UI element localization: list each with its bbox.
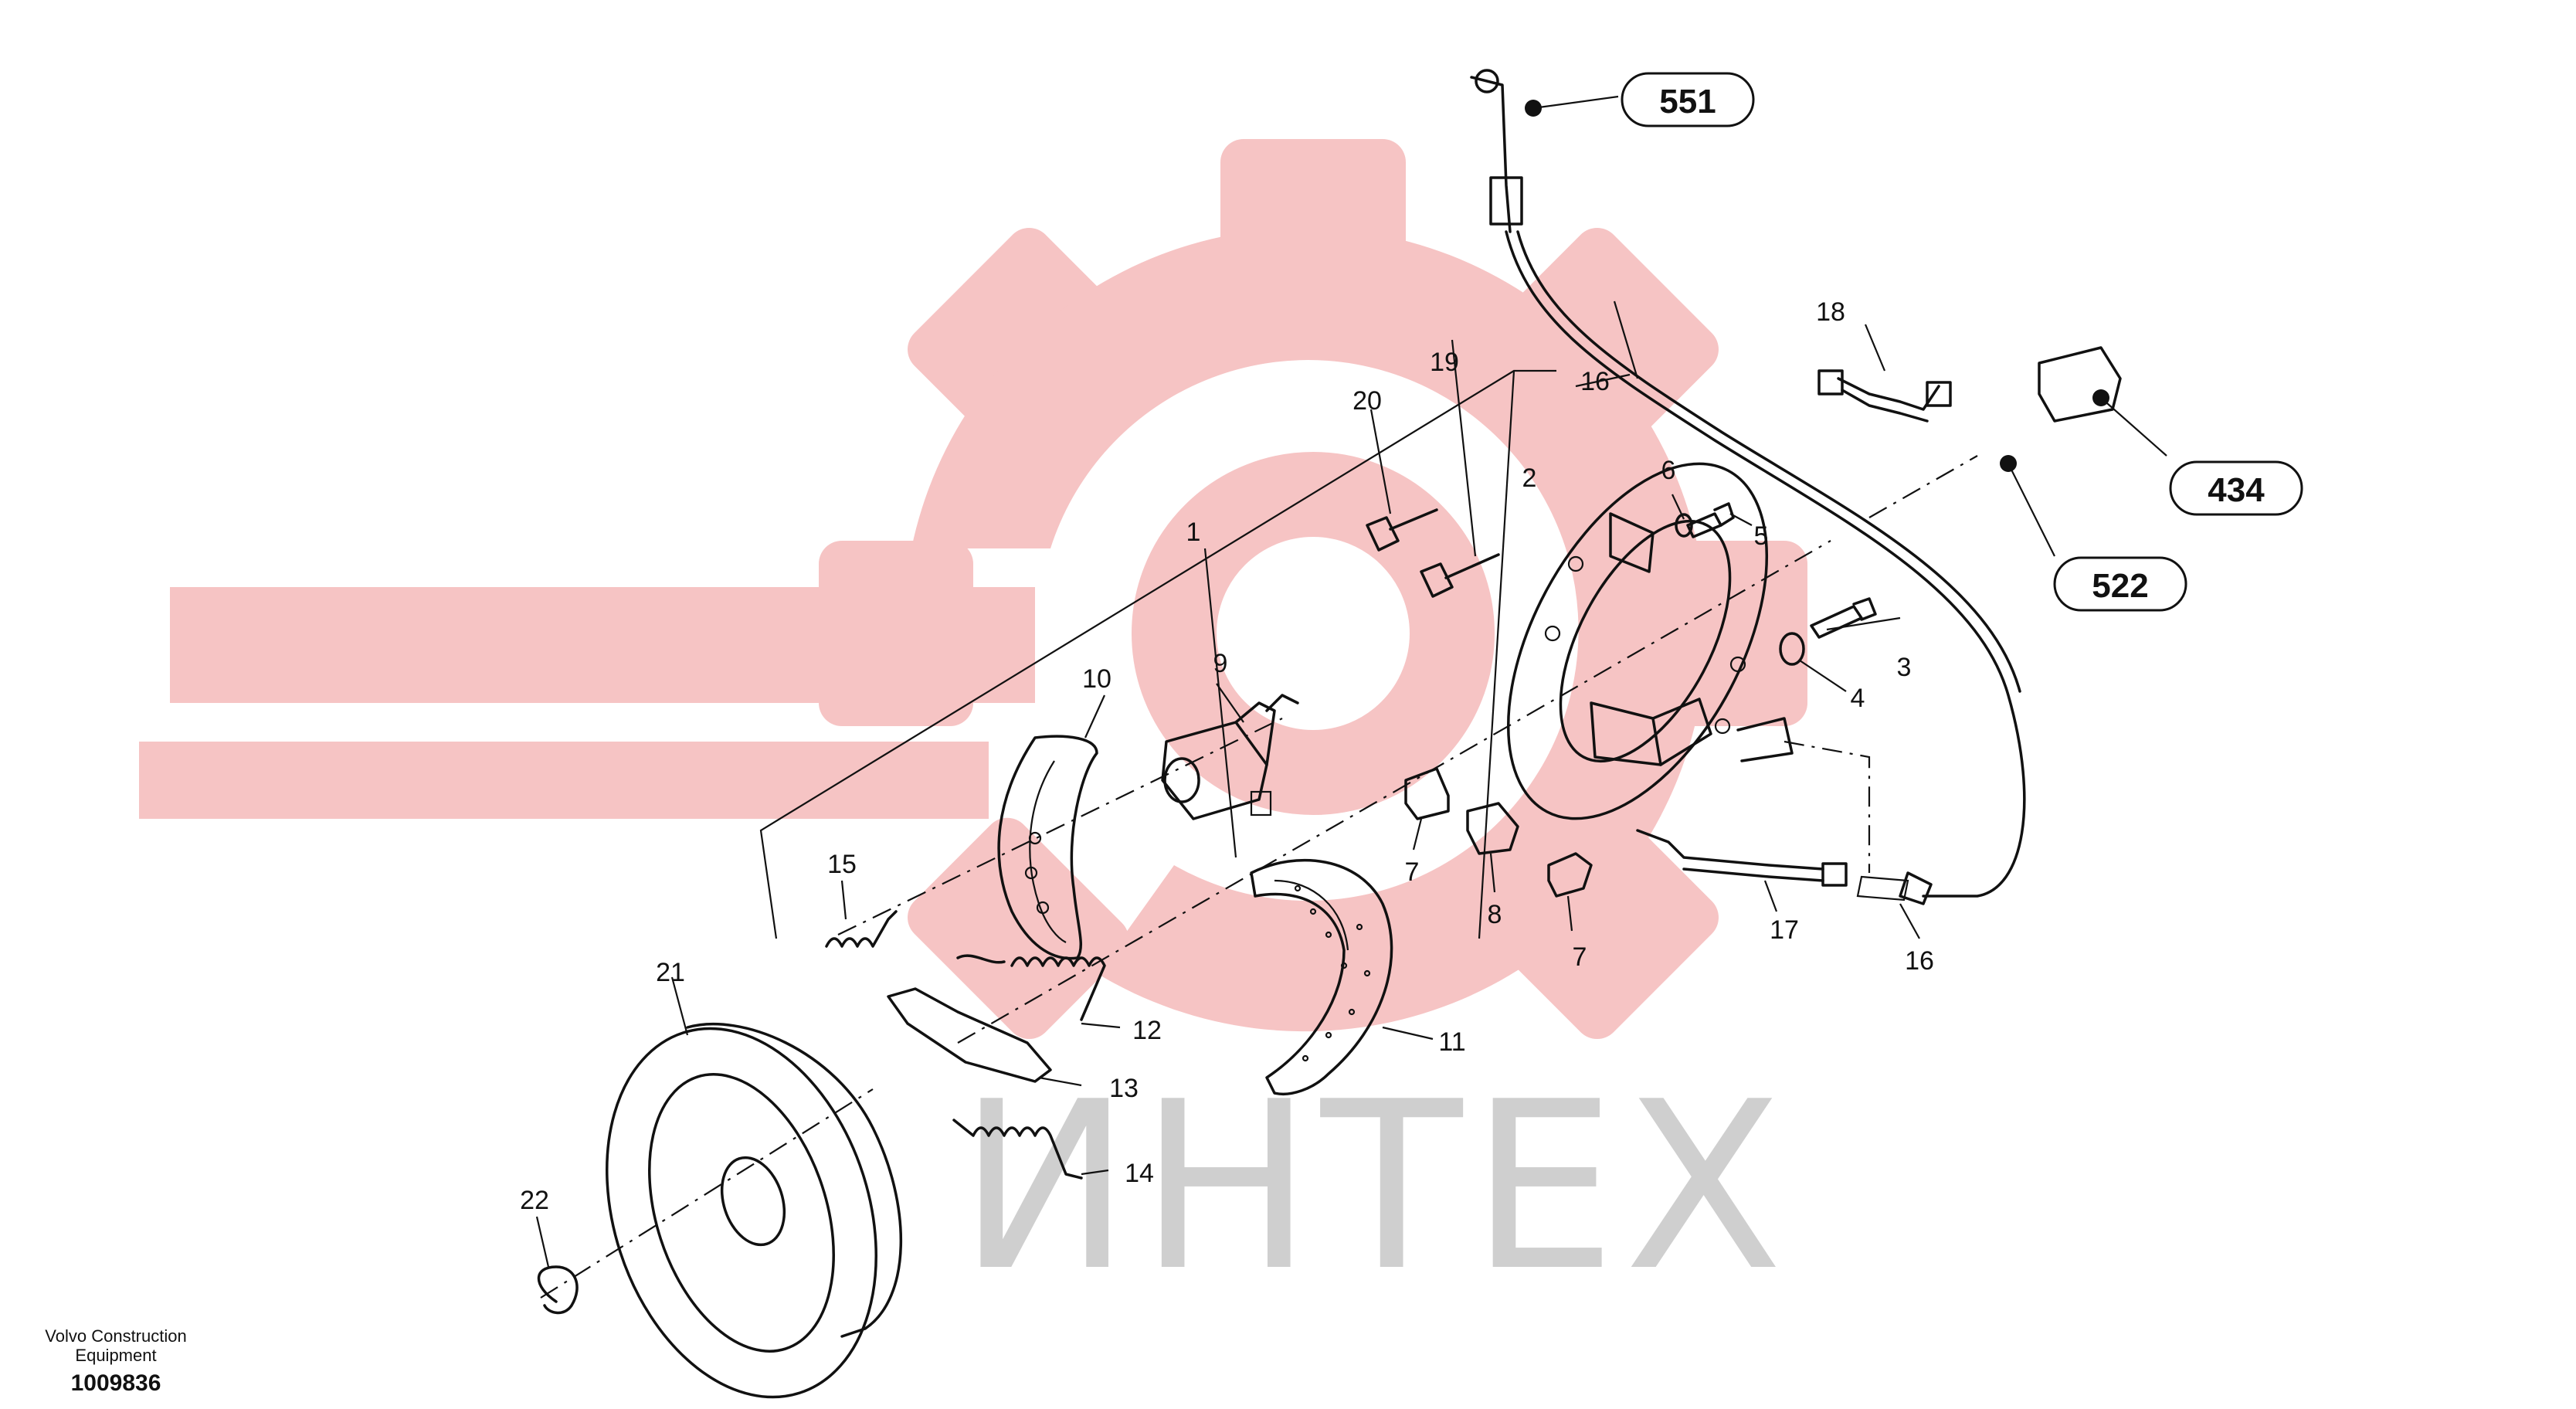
callout-label: 434: [2208, 471, 2265, 509]
axis-line-hose: [1784, 740, 1871, 873]
part-label-12: 12: [1132, 1016, 1162, 1045]
part-label-4: 4: [1851, 684, 1865, 713]
snap-ring: [537, 1265, 579, 1315]
cable-end-fitting: [1856, 875, 1909, 901]
axis-line-upper: [837, 718, 1283, 935]
watermark-text: ИНТЕХ: [958, 1052, 1790, 1322]
callout-551[interactable]: 551: [1621, 72, 1755, 127]
callout-dot-434: [2092, 389, 2109, 406]
adjuster-lever: [887, 987, 1052, 1083]
block-8: [1466, 802, 1519, 855]
washer-4: [1779, 632, 1805, 666]
brake-hose: [1636, 829, 1848, 887]
part-label-9: 9: [1213, 649, 1228, 678]
part-label-19: 19: [1430, 348, 1459, 377]
callout-434[interactable]: 434: [2169, 460, 2303, 516]
brake-cable: [1470, 69, 2026, 905]
part-label-15: 15: [827, 850, 857, 879]
wheel-cylinder: [1161, 694, 1299, 820]
callout-label: 522: [2092, 567, 2148, 605]
part-label-3: 3: [1897, 653, 1912, 682]
brake-line: [1817, 369, 1952, 423]
watermark: ИНТЕХ: [139, 139, 1807, 1322]
drawing-number: 1009836: [71, 1370, 161, 1396]
part-labels: 1 2 3 4 5 6 7 8 7 9 10 11 12 13 14 15 16…: [520, 297, 1934, 1215]
part-label-1: 1: [1186, 518, 1201, 547]
footer: Volvo Construction Equipment 1009836: [45, 1326, 186, 1396]
brake-shoe-lower: [1250, 858, 1393, 1095]
company-name-line2: Equipment: [75, 1346, 156, 1365]
brake-drum: [606, 1022, 902, 1399]
gear-icon: [139, 139, 1807, 1039]
part-label-17: 17: [1770, 915, 1799, 945]
part-label-7-upper: 7: [1405, 857, 1420, 887]
callout-dot-551: [1525, 100, 1542, 117]
part-label-11: 11: [1438, 1027, 1465, 1057]
spring-15: [825, 910, 898, 948]
spring-12: [956, 954, 1106, 1021]
block-7-lower: [1547, 852, 1593, 898]
part-label-5: 5: [1754, 521, 1769, 551]
assembly-bracket: [759, 369, 1556, 939]
part-label-22: 22: [520, 1186, 549, 1215]
part-label-16-upper: 16: [1580, 367, 1610, 396]
callout-dot-522: [2000, 455, 2017, 472]
part-label-13: 13: [1109, 1074, 1139, 1103]
backing-plate: [1506, 462, 1794, 820]
bolt-5: [1686, 502, 1735, 538]
protective-cap: [2038, 346, 2122, 423]
part-label-6: 6: [1661, 456, 1676, 485]
block-7-upper: [1404, 767, 1450, 820]
callout-label: 551: [1659, 83, 1716, 121]
part-label-21: 21: [656, 958, 685, 987]
spring-14: [952, 1119, 1083, 1180]
part-label-18: 18: [1816, 297, 1845, 327]
part-label-14: 14: [1125, 1159, 1154, 1188]
part-label-20: 20: [1352, 386, 1382, 416]
part-label-7-lower: 7: [1573, 942, 1587, 972]
part-label-8: 8: [1488, 900, 1502, 929]
part-label-2: 2: [1522, 463, 1537, 493]
bolt-19: [1420, 553, 1500, 598]
part-label-16-lower: 16: [1905, 946, 1934, 976]
bolt-20: [1366, 508, 1438, 552]
callout-522[interactable]: 522: [2053, 556, 2187, 612]
washer-6: [1675, 513, 1693, 538]
bolt-3: [1810, 597, 1877, 639]
axis-line-main: [540, 455, 1978, 1299]
company-name-line1: Volvo Construction: [45, 1326, 186, 1346]
leader-lines: [535, 95, 2167, 1268]
brake-shoe-upper: [997, 735, 1098, 960]
part-label-10: 10: [1082, 664, 1112, 694]
